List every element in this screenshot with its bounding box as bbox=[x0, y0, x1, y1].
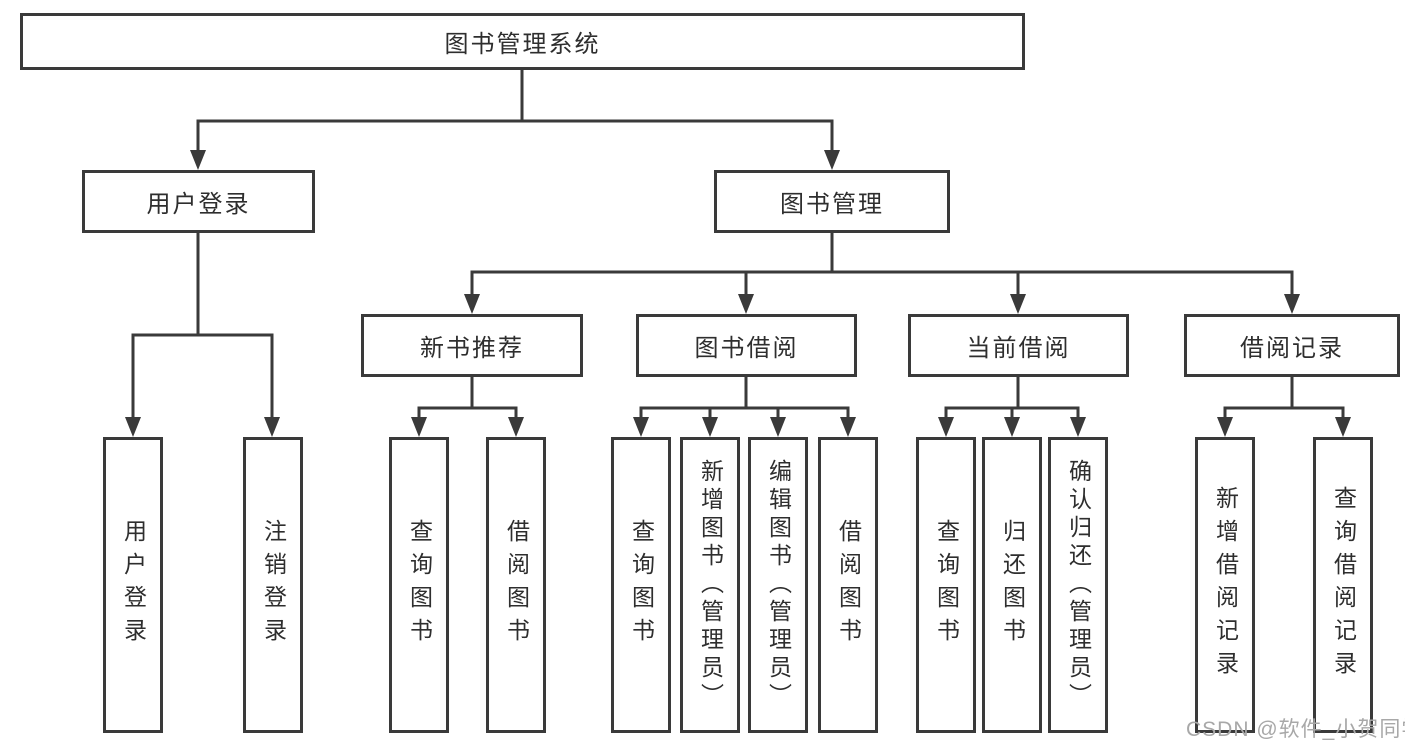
leaf-query-books-current-label: 查询图书 bbox=[933, 519, 960, 651]
node-user-login-label: 用户登录 bbox=[146, 191, 251, 218]
leaf-add-books-admin: 新增图书（管理员） bbox=[680, 437, 740, 733]
arrowhead bbox=[464, 294, 480, 314]
edge-management-to-level3 bbox=[470, 231, 1294, 298]
edge-borrow-to-leaves bbox=[639, 375, 850, 421]
arrowhead bbox=[1010, 294, 1026, 314]
edge-recommend-to-leaves bbox=[417, 375, 518, 421]
leaf-return-books-label: 归还图书 bbox=[999, 519, 1026, 651]
leaf-borrow-books-label: 借阅图书 bbox=[835, 519, 862, 651]
leaf-query-borrow-record-label: 查询借阅记录 bbox=[1330, 486, 1357, 684]
arrowhead bbox=[1217, 417, 1233, 437]
leaf-add-borrow-record: 新增借阅记录 bbox=[1195, 437, 1255, 733]
arrowhead bbox=[702, 417, 718, 437]
arrowhead bbox=[508, 417, 524, 437]
leaf-edit-books-admin-label: 编辑图书（管理员） bbox=[765, 459, 792, 711]
leaf-borrow-books-recommend: 借阅图书 bbox=[486, 437, 546, 733]
watermark: CSDN @软件_小贺同学 bbox=[1186, 718, 1405, 741]
arrowhead bbox=[770, 417, 786, 437]
leaf-confirm-return-admin-label: 确认归还（管理员） bbox=[1065, 459, 1092, 711]
node-current-borrow: 当前借阅 bbox=[908, 314, 1129, 377]
leaf-query-books-recommend: 查询图书 bbox=[389, 437, 449, 733]
leaf-return-books: 归还图书 bbox=[982, 437, 1042, 733]
edge-current-to-leaves bbox=[944, 375, 1080, 421]
node-book-management-label: 图书管理 bbox=[780, 191, 884, 218]
node-borrow-records-label: 借阅记录 bbox=[1240, 335, 1344, 362]
node-book-management: 图书管理 bbox=[714, 170, 950, 233]
leaf-query-books-borrow: 查询图书 bbox=[611, 437, 671, 733]
leaf-logout: 注销登录 bbox=[243, 437, 303, 733]
leaf-user-login-label: 用户登录 bbox=[120, 519, 147, 651]
leaf-borrow-books: 借阅图书 bbox=[818, 437, 878, 733]
node-user-login: 用户登录 bbox=[82, 170, 315, 233]
arrowhead bbox=[1284, 294, 1300, 314]
node-book-borrow-label: 图书借阅 bbox=[694, 335, 799, 362]
node-borrow-records: 借阅记录 bbox=[1184, 314, 1400, 377]
arrowhead bbox=[840, 417, 856, 437]
edge-records-to-leaves bbox=[1223, 375, 1345, 421]
leaf-logout-label: 注销登录 bbox=[260, 519, 287, 651]
arrowhead bbox=[1335, 417, 1351, 437]
arrowhead bbox=[125, 417, 141, 437]
node-library-system-label: 图书管理系统 bbox=[444, 31, 601, 58]
leaf-confirm-return-admin: 确认归还（管理员） bbox=[1048, 437, 1108, 733]
arrowhead bbox=[938, 417, 954, 437]
leaf-user-login: 用户登录 bbox=[103, 437, 163, 733]
leaf-edit-books-admin: 编辑图书（管理员） bbox=[748, 437, 808, 733]
node-new-book-recommend-label: 新书推荐 bbox=[420, 335, 524, 362]
arrowhead bbox=[633, 417, 649, 437]
node-current-borrow-label: 当前借阅 bbox=[966, 335, 1071, 362]
edge-login-to-leaves bbox=[131, 231, 274, 421]
arrowhead bbox=[824, 150, 840, 170]
arrowhead bbox=[264, 417, 280, 437]
arrowhead bbox=[411, 417, 427, 437]
arrowhead bbox=[190, 150, 206, 170]
arrowhead bbox=[738, 294, 754, 314]
leaf-query-books-borrow-label: 查询图书 bbox=[628, 519, 655, 651]
edge-root-to-level2 bbox=[196, 68, 834, 154]
arrowhead bbox=[1070, 417, 1086, 437]
leaf-borrow-books-recommend-label: 借阅图书 bbox=[503, 519, 530, 651]
leaf-query-books-recommend-label: 查询图书 bbox=[406, 519, 433, 651]
node-book-borrow: 图书借阅 bbox=[636, 314, 857, 377]
leaf-query-books-current: 查询图书 bbox=[916, 437, 976, 733]
node-new-book-recommend: 新书推荐 bbox=[361, 314, 583, 377]
leaf-query-borrow-record: 查询借阅记录 bbox=[1313, 437, 1373, 733]
leaf-add-borrow-record-label: 新增借阅记录 bbox=[1212, 486, 1239, 684]
arrowhead bbox=[1004, 417, 1020, 437]
node-library-system: 图书管理系统 bbox=[20, 13, 1025, 70]
leaf-add-books-admin-label: 新增图书（管理员） bbox=[697, 459, 724, 711]
